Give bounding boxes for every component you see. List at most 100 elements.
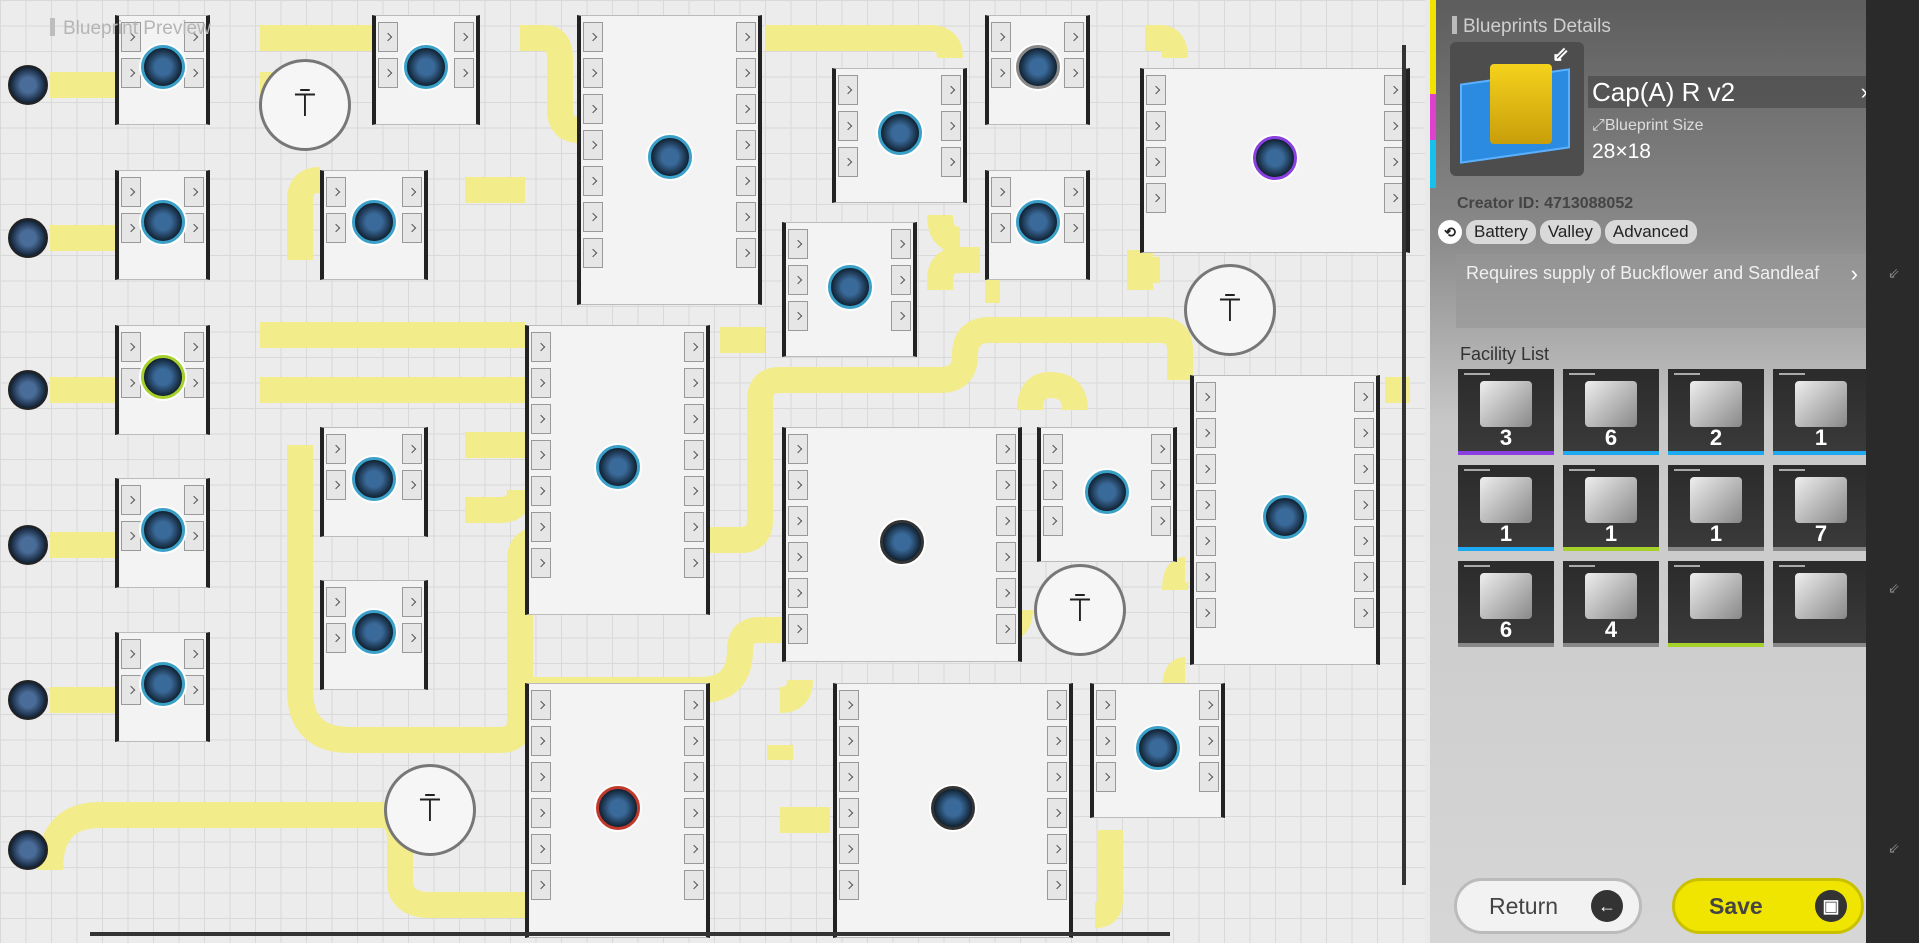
facility[interactable] (320, 580, 428, 690)
facility[interactable] (320, 170, 428, 280)
chevron-right-icon (536, 522, 546, 532)
facility-tile[interactable]: 4 (1563, 561, 1659, 647)
chevron-right-icon (331, 480, 341, 490)
chevron-right-icon (689, 772, 699, 782)
chevron-right-icon (1389, 85, 1399, 95)
facility-tile[interactable]: 1 (1773, 369, 1869, 455)
facility-tile[interactable]: 2 (1668, 369, 1764, 455)
chevron-right-icon (1101, 700, 1111, 710)
chevron-right-icon (126, 378, 136, 388)
chevron-right-icon (689, 736, 699, 746)
facility-tile[interactable]: 1 (1563, 465, 1659, 551)
product-icon (352, 457, 396, 501)
facility-tile[interactable]: 1 (1668, 465, 1764, 551)
chevron-right-icon (1052, 844, 1062, 854)
chevron-right-icon (536, 450, 546, 460)
port (1064, 58, 1084, 88)
conveyor-belt (1094, 830, 1123, 928)
facility[interactable] (1190, 375, 1380, 665)
chevron-right-icon (536, 378, 546, 388)
chevron-right-icon (741, 140, 751, 150)
port (991, 22, 1011, 52)
requirement-button[interactable]: Requires supply of Buckflower and Sandle… (1456, 254, 1872, 328)
chevron-right-icon (741, 32, 751, 42)
facility-tile[interactable]: 6 (1458, 561, 1554, 647)
splitter-icon[interactable]: ⍑ (259, 59, 351, 151)
blueprint-name-button[interactable]: Cap(A) R v2 › (1588, 76, 1880, 108)
chevron-right-icon (1359, 536, 1369, 546)
external-link-icon[interactable]: ⇙ (1552, 44, 1569, 66)
port (839, 870, 859, 900)
chevron-right-icon (588, 212, 598, 222)
facility[interactable] (1090, 683, 1225, 818)
port (1196, 382, 1216, 412)
port (788, 506, 808, 536)
facility[interactable] (782, 427, 1022, 662)
port (891, 265, 911, 295)
port (326, 177, 346, 207)
port (1043, 470, 1063, 500)
vertical-scrollbar[interactable] (1402, 45, 1406, 885)
chevron-right-icon (536, 342, 546, 352)
facility[interactable] (115, 170, 210, 280)
port (1043, 506, 1063, 536)
blueprint-preview[interactable]: ⍑⍑⍑⍑ Blueprint Preview (0, 0, 1425, 943)
facility-tile[interactable] (1668, 561, 1764, 647)
chevron-right-icon (689, 808, 699, 818)
facility[interactable] (115, 478, 210, 588)
port (1047, 870, 1067, 900)
facility[interactable] (525, 325, 710, 615)
facility-tile[interactable]: 7 (1773, 465, 1869, 551)
facility[interactable] (782, 222, 917, 357)
product-icon (1263, 495, 1307, 539)
facility[interactable] (320, 427, 428, 537)
facility[interactable] (577, 15, 762, 305)
horizontal-scrollbar[interactable] (90, 932, 1170, 936)
facility-tile[interactable]: 6 (1563, 369, 1659, 455)
chevron-right-icon (407, 480, 417, 490)
port (1064, 22, 1084, 52)
port (736, 202, 756, 232)
blueprint-thumbnail (1450, 42, 1584, 176)
port (941, 75, 961, 105)
chevron-right-icon (1001, 444, 1011, 454)
splitter-icon[interactable]: ⍑ (1184, 264, 1276, 356)
facility-image (1585, 381, 1637, 427)
save-label: Save (1709, 892, 1763, 919)
port (121, 177, 141, 207)
chevron-right-icon (793, 444, 803, 454)
facility[interactable] (985, 170, 1090, 280)
port (454, 22, 474, 52)
port (1384, 75, 1404, 105)
creator-id: Creator ID: 4713088052 (1457, 195, 1634, 212)
chevron-right-icon (741, 176, 751, 186)
splitter-icon[interactable]: ⍑ (1034, 564, 1126, 656)
chevron-right-icon (126, 342, 136, 352)
chevron-right-icon (946, 157, 956, 167)
facility[interactable] (985, 15, 1090, 125)
link-icon[interactable]: ⟲ (1438, 220, 1462, 244)
facility[interactable] (115, 325, 210, 435)
facility[interactable] (115, 632, 210, 742)
port (402, 623, 422, 653)
return-button[interactable]: Return ← (1454, 878, 1642, 934)
port (1354, 562, 1374, 592)
port (1354, 454, 1374, 484)
facility[interactable] (372, 15, 480, 125)
facility[interactable] (833, 683, 1073, 938)
facility[interactable] (1037, 427, 1177, 562)
facility-tile[interactable]: 1 (1458, 465, 1554, 551)
facility-image (1480, 477, 1532, 523)
save-button[interactable]: Save ▣ (1672, 878, 1864, 934)
port (326, 213, 346, 243)
port (1196, 454, 1216, 484)
tag: Battery (1466, 220, 1536, 244)
chevron-right-icon (536, 486, 546, 496)
facility[interactable] (525, 683, 710, 938)
splitter-icon[interactable]: ⍑ (384, 764, 476, 856)
facility-tile[interactable]: 3 (1458, 369, 1554, 455)
facility-tile[interactable] (1773, 561, 1869, 647)
chevron-right-icon (793, 275, 803, 285)
facility[interactable] (1140, 68, 1410, 253)
facility[interactable] (832, 68, 967, 203)
